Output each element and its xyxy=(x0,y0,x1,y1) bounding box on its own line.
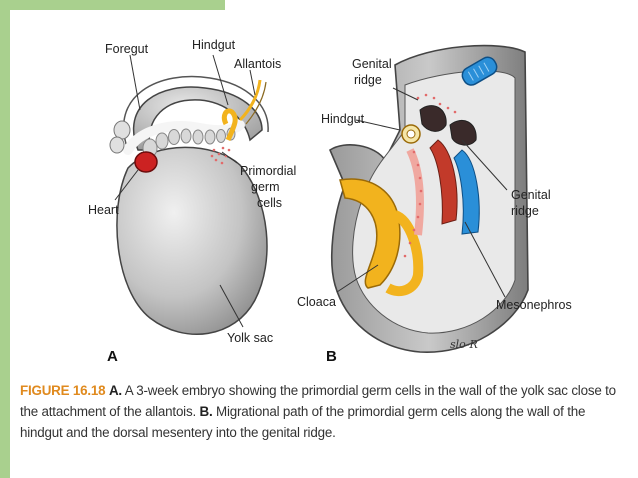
yolk-sac xyxy=(116,146,268,336)
heart-shape xyxy=(134,151,158,173)
frame-accent-left xyxy=(0,0,10,478)
caption-part-b-label: B. xyxy=(199,404,213,419)
caption-part-a-text: A 3-week embryo showing the primordial g… xyxy=(20,383,616,419)
embryo-body xyxy=(132,86,263,151)
label-heart: Heart xyxy=(88,203,119,217)
caption-figure-number: FIGURE 16.18 xyxy=(20,383,106,398)
label-genital-ridge-right-line1: Genital xyxy=(511,188,551,202)
caption-part-a-label: A. xyxy=(108,383,122,398)
label-mesonephros: Mesonephros xyxy=(496,298,572,312)
hindgut-b xyxy=(339,178,401,289)
caption-part-b-text: Migrational path of the primordial germ … xyxy=(20,404,586,440)
label-primordial-line3: cells xyxy=(257,196,282,210)
panel-label-a: A xyxy=(107,348,118,365)
label-primordial-line1: Primordial xyxy=(240,164,296,178)
label-hindgut-a: Hindgut xyxy=(192,38,236,52)
figure-caption: FIGURE 16.18 A. A 3-week embryo showing … xyxy=(20,380,625,443)
label-cloaca: Cloaca xyxy=(297,295,336,309)
panel-a-drawing xyxy=(109,54,269,336)
label-foregut: Foregut xyxy=(105,42,149,56)
artist-signature: slo-R xyxy=(450,338,478,351)
label-yolk-sac: Yolk sac xyxy=(227,331,273,345)
panel-b-drawing xyxy=(329,44,529,353)
label-genital-ridge-top-line1: Genital xyxy=(352,57,392,71)
panel-label-b: B xyxy=(326,348,337,365)
label-allantois: Allantois xyxy=(234,57,281,71)
label-genital-ridge-top-line2: ridge xyxy=(354,73,382,87)
label-primordial-line2: germ xyxy=(251,180,279,194)
label-hindgut-b: Hindgut xyxy=(321,112,365,126)
label-genital-ridge-right-line2: ridge xyxy=(511,204,539,218)
frame-accent-top xyxy=(0,0,225,10)
